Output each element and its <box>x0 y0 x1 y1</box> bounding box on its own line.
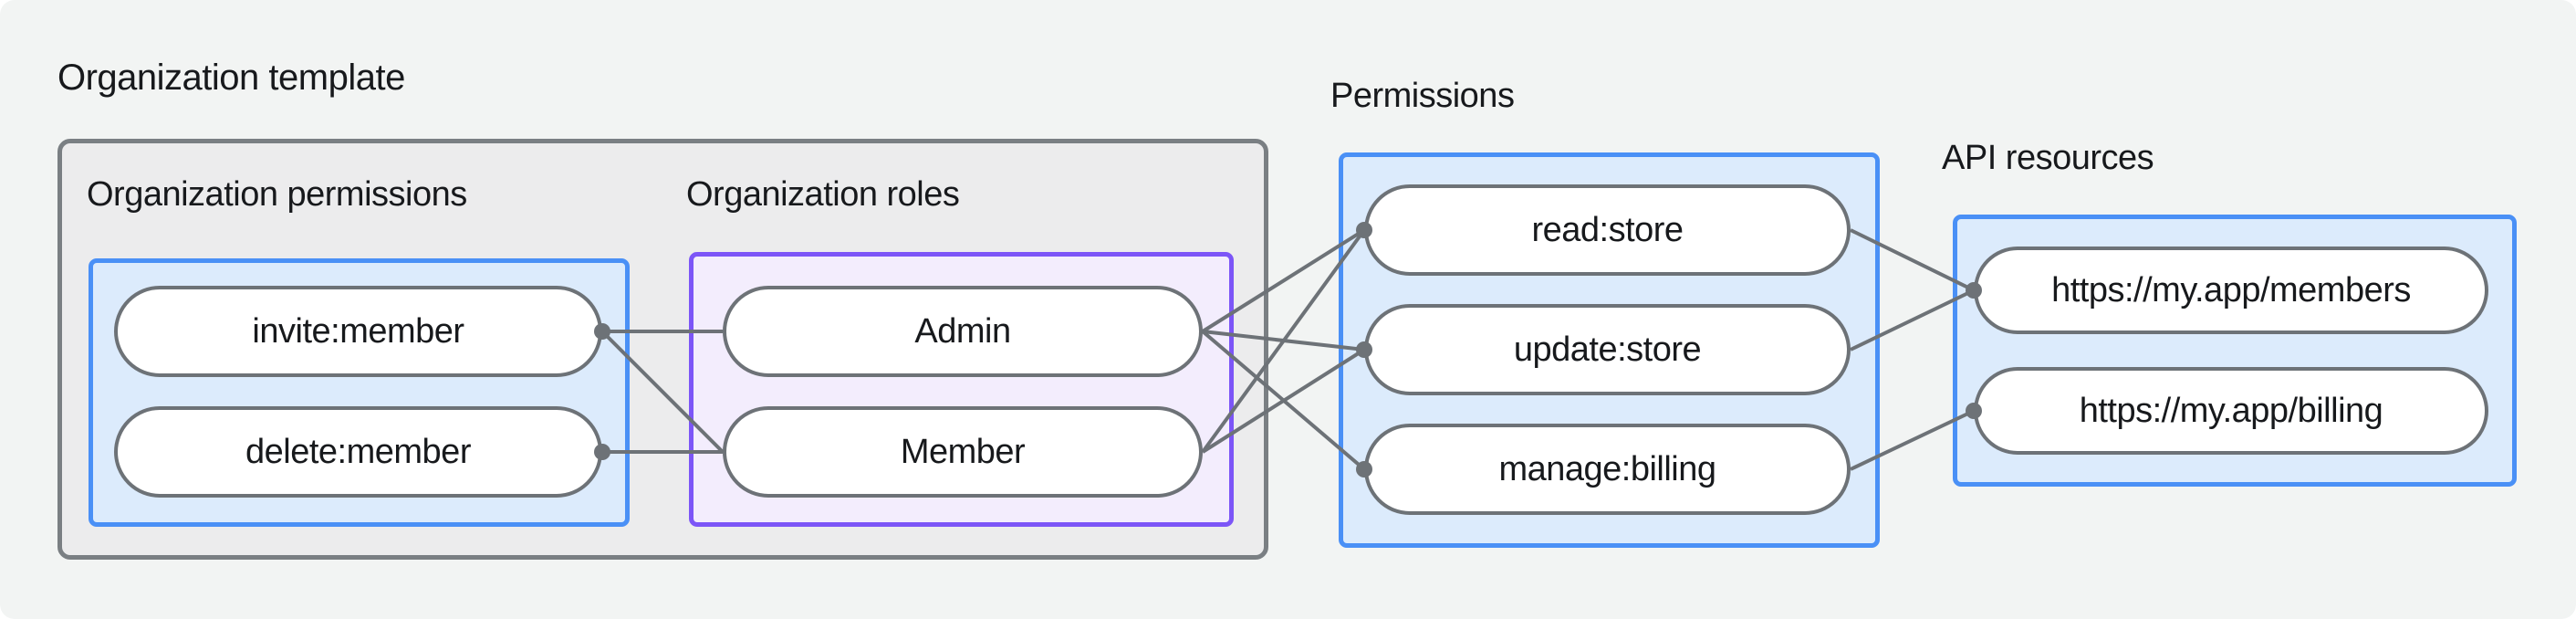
node-api-members: https://my.app/members <box>1974 247 2488 334</box>
node-admin: Admin <box>723 286 1203 377</box>
permissions-label: Permissions <box>1330 77 1515 115</box>
node-invite-member: invite:member <box>114 286 602 377</box>
api-resources-label: API resources <box>1942 139 2154 177</box>
node-delete-member: delete:member <box>114 406 602 498</box>
org-roles-label: Organization roles <box>686 175 960 214</box>
node-read-store: read:store <box>1364 184 1851 276</box>
diagram-title: Organization template <box>57 58 405 98</box>
node-update-store: update:store <box>1364 304 1851 395</box>
node-manage-billing: manage:billing <box>1364 424 1851 515</box>
node-api-billing: https://my.app/billing <box>1974 367 2488 455</box>
node-member: Member <box>723 406 1203 498</box>
org-permissions-label: Organization permissions <box>87 175 467 214</box>
